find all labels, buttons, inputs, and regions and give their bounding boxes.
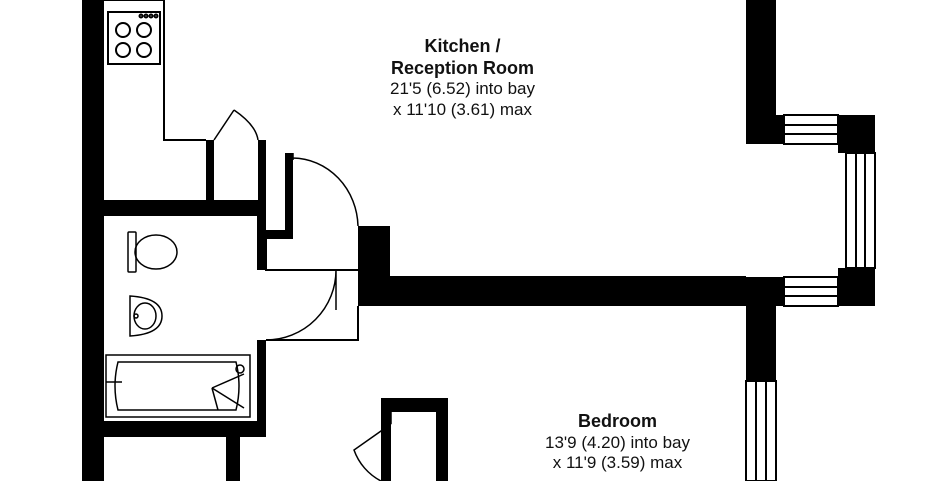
bay-corner-bottom [838,268,875,306]
bay-window-bottom [783,276,839,307]
bedroom-window [745,380,777,481]
wall-bathroom-top [104,200,266,216]
wall-bathroom-bottom [104,421,266,437]
doors [213,109,392,481]
wall-bedroom-door-jamb [381,398,391,481]
wall-divider [390,277,746,306]
kitchen-dimension-line1: 21'5 (6.52) into bay [389,79,535,99]
bathroom-door-icon [265,269,337,341]
bedroom-door-icon [353,412,392,481]
cupboard-door-icon [213,109,259,141]
kitchen-door-icon [292,153,359,227]
hall-outline-lower [266,306,359,341]
bedroom-label: Bedroom 13'9 (4.20) into bay x 11'9 (3.5… [495,411,740,473]
bay-corner-top [838,115,875,153]
thin-lines [104,0,876,481]
wall-right-upper-return [746,115,784,144]
kitchen-name-line1: Kitchen / [424,36,501,56]
wall-central-stub [358,226,390,306]
bedroom-name: Bedroom [577,411,657,431]
wall-bedroom-door-frame [381,398,448,412]
kitchen-dimension-line2: x 11'10 (3.61) max [393,99,532,119]
wall-lower-stub [226,437,240,481]
kitchen-name-line2: Reception Room [390,57,534,78]
bay-window-top [783,114,839,145]
bathroom-fixtures [105,231,251,418]
bedroom-dimension-line1: 13'9 (4.20) into bay [544,432,690,452]
toilet-icon [127,231,178,273]
wall-cupboard-left [206,140,214,200]
hall-outline [265,239,358,271]
hob-icon [107,11,161,65]
wall-left-outer [82,0,104,481]
bath-icon [105,354,251,418]
wall-hall-jamb-top [266,230,293,239]
bay-window-side [845,152,876,269]
wall-hall-jamb [285,153,293,239]
wall-right-lower [746,277,776,381]
wall-bathroom-right-lower [257,340,266,430]
wall-bathroom-right-upper [257,200,266,270]
bedroom-dimension-line2: x 11'9 (3.59) max [552,452,683,472]
kitchen-label: Kitchen / Reception Room 21'5 (6.52) int… [340,36,585,120]
wall-cupboard-right [258,140,266,202]
basin-icon [129,295,163,337]
walls [82,0,875,481]
worktop-outline [104,0,206,141]
wall-bedroom-door-side [436,398,448,481]
